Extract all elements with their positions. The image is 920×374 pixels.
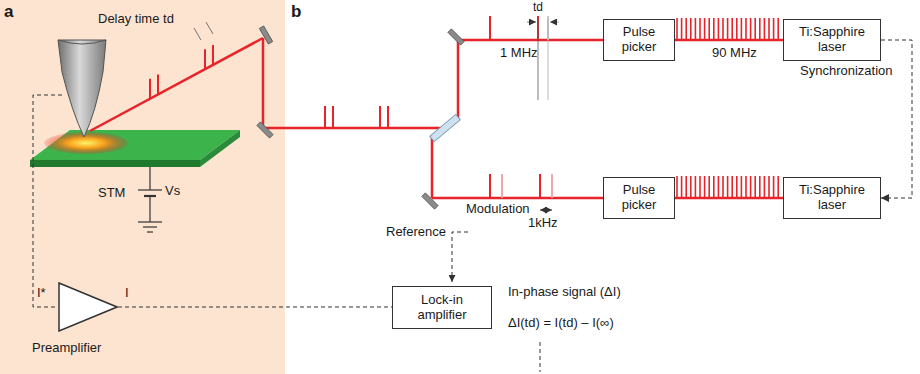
delay-label: td <box>533 1 543 15</box>
instrument-box: Ti:Sapphire laser <box>783 19 881 61</box>
edge-label: 90 MHz <box>712 46 757 61</box>
box-label: Ti:Sapphire laser <box>788 25 876 55</box>
modulation-label: 1kHz <box>528 216 558 231</box>
panel-letter: b <box>291 2 301 22</box>
laser-beam <box>90 38 603 198</box>
modulation-arrow <box>540 210 552 211</box>
stm-tip <box>58 40 106 137</box>
delay-marker <box>194 22 213 40</box>
box-label: Ti:Sapphire laser <box>788 183 876 213</box>
bias-source <box>138 167 162 232</box>
instrument-box: Pulse picker <box>603 177 675 219</box>
reference-label: Reference <box>386 225 446 240</box>
bias-label: Vs <box>165 184 180 199</box>
edge-label: Synchronization <box>800 64 893 79</box>
instrument-box: Lock-in amplifier <box>392 286 492 329</box>
sample-side <box>200 130 240 167</box>
instrument-name: STM <box>98 186 125 201</box>
panel-letter: a <box>4 2 13 22</box>
signal-name: I <box>125 286 129 301</box>
signal-name: I* <box>37 286 46 301</box>
box-label: Pulse picker <box>608 183 670 213</box>
panel-ground <box>0 0 285 374</box>
amplifier-label: Preamplifier <box>32 341 101 356</box>
tip-top <box>58 40 106 44</box>
modulation-label: Modulation <box>466 202 530 217</box>
signal-name: In-phase signal (ΔI) <box>508 285 621 300</box>
beam-splitter <box>430 114 461 141</box>
amplifier-symbol: Preamplifier <box>58 282 118 332</box>
reference-line <box>452 232 468 282</box>
instrument-box: Ti:Sapphire laser <box>783 177 881 219</box>
excited-spot <box>44 132 128 154</box>
box-label: Pulse picker <box>608 25 670 55</box>
laser-beam <box>675 197 783 200</box>
rate-label: 1 MHz <box>500 46 538 61</box>
laser-beam <box>675 39 783 42</box>
equation: ΔI(td) = I(td) – I(∞) <box>508 316 614 331</box>
amplifier-triangle <box>58 282 118 332</box>
output-line <box>540 342 541 372</box>
mirror <box>257 26 464 209</box>
instrument-box: Pulse picker <box>603 19 675 61</box>
laser-pulses <box>150 16 778 198</box>
delay-label: Delay time td <box>98 12 174 27</box>
current-wire <box>33 95 62 307</box>
signal-line <box>118 307 392 308</box>
box-label: Lock-in amplifier <box>402 293 482 323</box>
sample-edge <box>30 160 200 167</box>
